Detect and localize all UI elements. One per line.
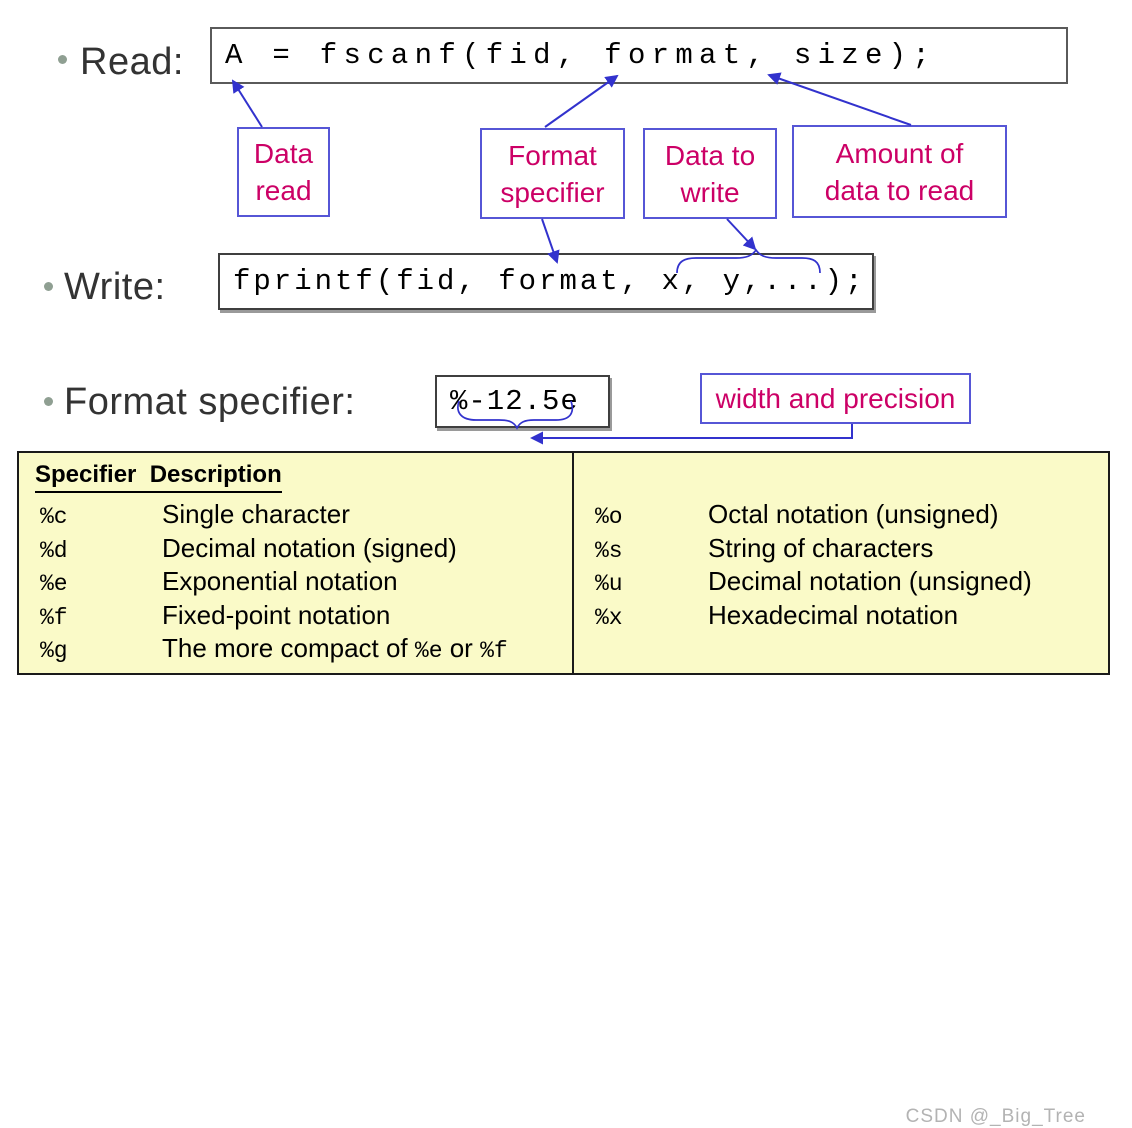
- specifier-description: String of characters: [708, 532, 934, 563]
- callout-data-to-write: Data to write: [643, 128, 777, 219]
- write-heading: Write:: [64, 266, 166, 308]
- table-row: %u Decimal notation (unsigned): [595, 565, 1032, 599]
- read-code-box: A = fscanf(fid, format, size);: [210, 27, 1068, 84]
- specifier-description: Hexadecimal notation: [708, 599, 959, 630]
- specifier-code: %x: [595, 604, 623, 631]
- table-row: %s String of characters: [595, 532, 1032, 566]
- format-heading: Format specifier:: [64, 381, 356, 423]
- table-row: %x Hexadecimal notation: [595, 599, 1032, 633]
- arrow-data-read: [231, 79, 263, 128]
- specifier-code: %e: [40, 571, 68, 597]
- specifier-table: Specifier Description %c Single character…: [17, 451, 1110, 1127]
- table-row: %o Octal notation (unsigned): [595, 498, 1032, 532]
- read-bullet-icon: [58, 55, 67, 64]
- specifier-code: %c: [40, 504, 68, 530]
- callout-data-read: Data read: [237, 127, 330, 217]
- arrow-data-to-write: [726, 218, 757, 251]
- specifier-description: Exponential notation: [162, 566, 398, 596]
- table-column-divider: [572, 453, 574, 673]
- specifier-code: %g: [40, 638, 68, 664]
- specifier-description: Fixed-point notation: [162, 599, 391, 630]
- write-code-box: fprintf(fid, format, x, y,...);: [218, 253, 874, 310]
- table-row: %g The more compact of %e or %f: [40, 632, 508, 666]
- specifier-code: %u: [595, 571, 623, 597]
- format-bullet-icon: [44, 397, 53, 406]
- specifier-description: Decimal notation (signed): [162, 532, 457, 563]
- read-heading: Read:: [80, 41, 184, 83]
- format-code: %-12.5e: [450, 385, 579, 418]
- table-left-column: %c Single character %d Decimal notation (si…: [40, 498, 508, 666]
- table-right-column: %o Octal notation (unsigned) %s String of c…: [595, 498, 1032, 632]
- table-row: %f Fixed-point notation: [40, 599, 508, 633]
- table-row: %d Decimal notation (signed): [40, 532, 508, 566]
- specifier-description: Octal notation (unsigned): [708, 499, 999, 529]
- specifier-code: %o: [595, 504, 623, 530]
- callout-format-specifier: Format specifier: [480, 128, 625, 219]
- callout-width-precision: width and precision: [700, 373, 971, 424]
- watermark-text: CSDN @_Big_Tree: [905, 1106, 1086, 1127]
- specifier-code: %f: [40, 604, 68, 631]
- specifier-code: %d: [40, 537, 68, 564]
- specifier-description: Single character: [162, 499, 350, 529]
- read-code: A = fscanf(fid, format, size);: [225, 39, 937, 72]
- specifier-description: Decimal notation (unsigned): [708, 566, 1032, 596]
- write-bullet-icon: [44, 282, 53, 291]
- callout-amount-of-data: Amount of data to read: [792, 125, 1007, 218]
- specifier-code: %s: [595, 537, 623, 564]
- table-row: %e Exponential notation: [40, 565, 508, 599]
- write-code: fprintf(fid, format, x, y,...);: [233, 265, 866, 298]
- specifier-description: The more compact of %e or %f: [162, 633, 508, 664]
- table-row: %c Single character: [40, 498, 508, 532]
- format-code-box: %-12.5e: [435, 375, 610, 428]
- table-header: Specifier Description: [35, 461, 282, 493]
